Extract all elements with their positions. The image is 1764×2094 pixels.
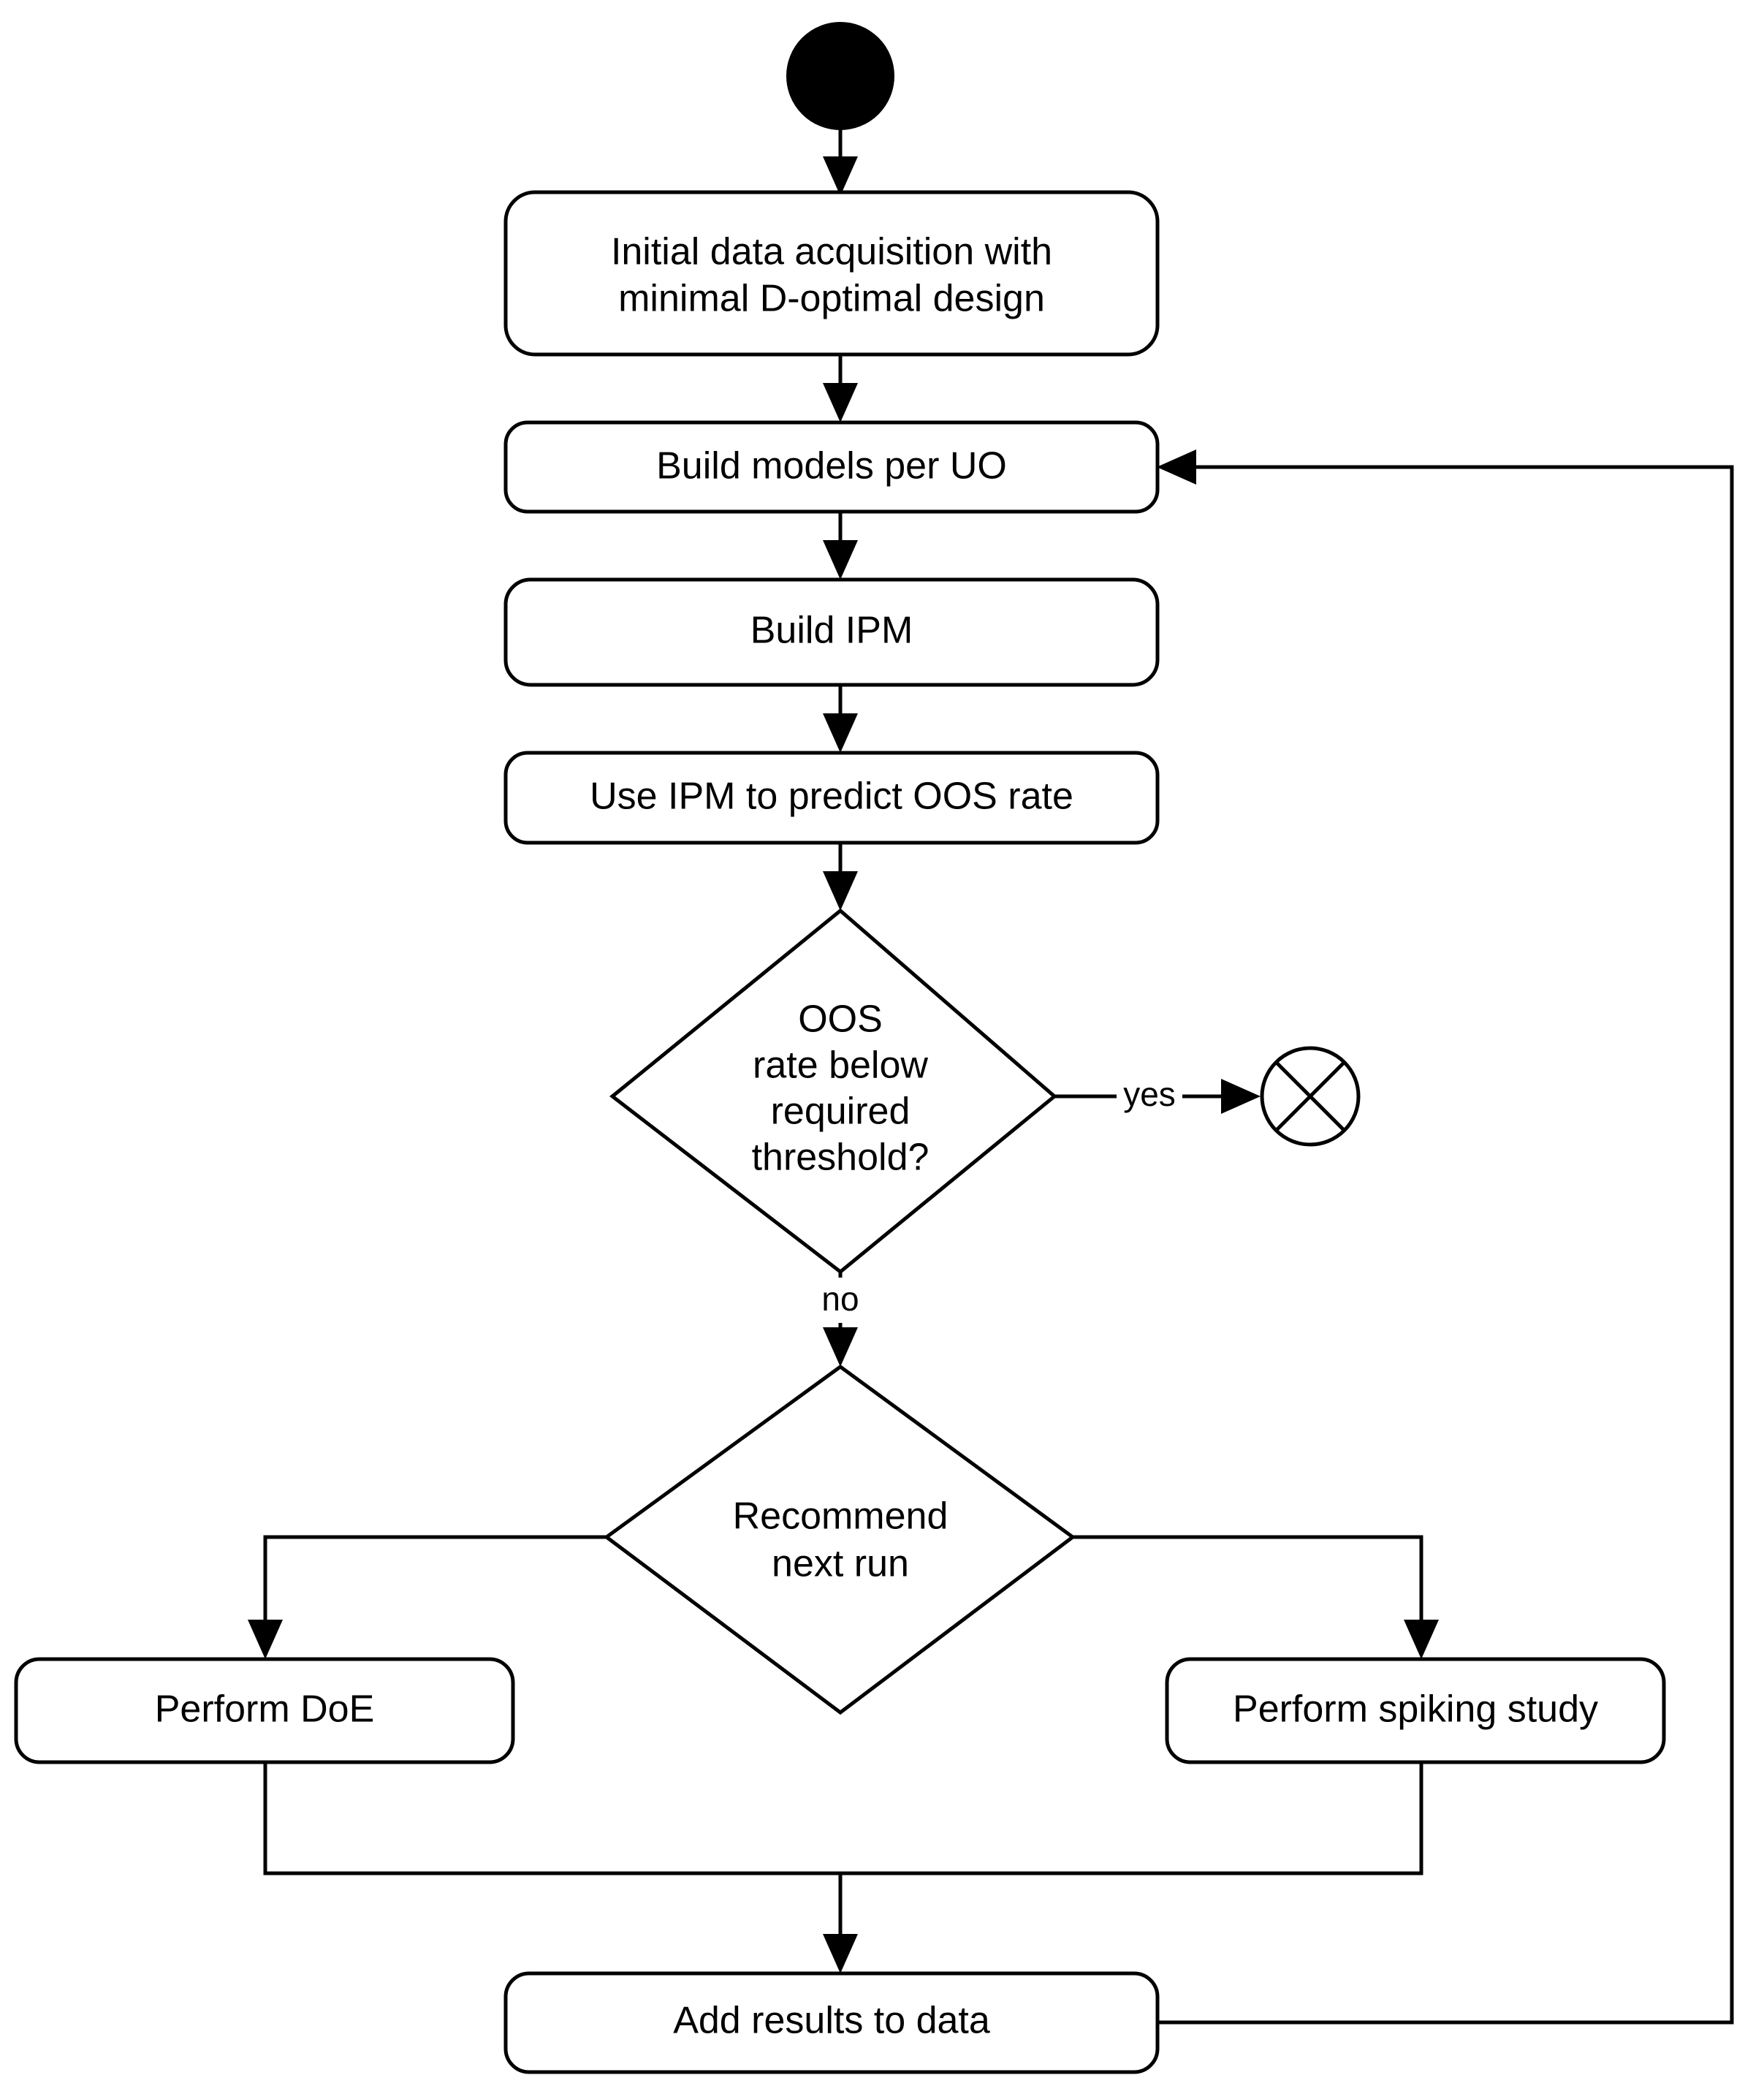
arrow-head-icon [1157,449,1196,485]
node-label-line2: next run [772,1543,909,1585]
decision-diamond [609,908,1057,1275]
node-label: Perform DoE [155,1688,375,1731]
edge-label-backdrop [1117,1073,1182,1118]
arrow-head-icon [823,540,858,580]
node-decision-oos-threshold[interactable]: OOS rate below required threshold? [609,908,1057,1275]
node-flow-final[interactable] [1260,1046,1361,1147]
node-label: Perform spiking study [1233,1688,1598,1731]
edge-recommend-to-perform-spiking-study [1073,1535,1439,1659]
node-build-ipm[interactable]: Build IPM [503,577,1160,687]
arrow-head-icon [1221,1079,1261,1114]
edge-label-no: no [821,1280,859,1318]
edge-perform-spiking-study-to-merge [840,1762,1423,1875]
edge-label-yes: yes [1123,1075,1176,1113]
flow-final-cross-icon [1274,1061,1346,1132]
node-label: Add results to data [673,2000,990,2042]
edge-line [1157,465,1734,2025]
edge-label-backdrop [810,1278,871,1323]
node-decision-recommend-next-run[interactable]: Recommend next run [603,1364,1076,1715]
edge-use-ipm-to-oos-decision [823,843,858,911]
action-box [503,1971,1160,2074]
edge-merge-to-add-results [823,1873,858,1973]
edge-recommend-to-perform-doe [248,1535,607,1659]
node-label-line2: rate below [753,1044,928,1087]
action-box [503,190,1160,357]
initial-node-icon [786,22,894,130]
node-label-line1: Recommend [733,1495,948,1538]
action-box [503,751,1160,845]
arrow-head-icon [823,383,858,422]
node-start[interactable] [786,22,894,130]
arrow-head-icon [823,871,858,911]
arrow-head-icon [1404,1620,1439,1659]
edge-line [1073,1535,1423,1641]
arrow-head-icon [823,1327,858,1367]
node-label-line3: required [771,1090,910,1133]
edge-add-results-to-build-models-feedback [1157,449,1734,2025]
node-label: Build models per UO [656,445,1007,488]
arrow-head-icon [823,156,858,196]
node-label-line1: Initial data acquisition with [611,231,1052,273]
action-box [1165,1657,1666,1764]
action-box [503,420,1160,514]
node-label: Use IPM to predict OOS rate [590,775,1073,818]
node-label-line2: minimal D-optimal design [618,278,1045,320]
node-perform-doe[interactable]: Perform DoE [14,1657,515,1764]
action-box [503,577,1160,687]
edge-start-to-initial-data [823,129,858,196]
node-build-models-per-uo[interactable]: Build models per UO [503,420,1160,514]
action-box [14,1657,515,1764]
edge-line [263,1535,607,1641]
arrow-head-icon [823,1934,858,1973]
node-add-results-to-data[interactable]: Add results to data [503,1971,1160,2074]
node-label-line1: OOS [798,998,883,1041]
node-use-ipm-predict-oos-rate[interactable]: Use IPM to predict OOS rate [503,751,1160,845]
edge-oos-decision-to-recommend: no [810,1272,871,1367]
node-initial-data-acquisition[interactable]: Initial data acquisition with minimal D-… [503,190,1160,357]
edge-initial-data-to-build-models [823,354,858,422]
node-label: Build IPM [750,610,913,652]
node-perform-spiking-study[interactable]: Perform spiking study [1165,1657,1666,1764]
node-label-line4: threshold? [752,1137,929,1179]
edge-build-models-to-build-ipm [823,512,858,580]
arrow-head-icon [248,1620,283,1659]
edge-line [263,1762,840,1875]
decision-diamond [603,1364,1076,1715]
arrow-head-icon [823,713,858,753]
edge-perform-doe-to-merge [263,1762,840,1875]
edge-build-ipm-to-use-ipm [823,685,858,753]
edge-line [840,1762,1423,1875]
edge-oos-decision-to-flow-final: yes [1054,1073,1261,1118]
